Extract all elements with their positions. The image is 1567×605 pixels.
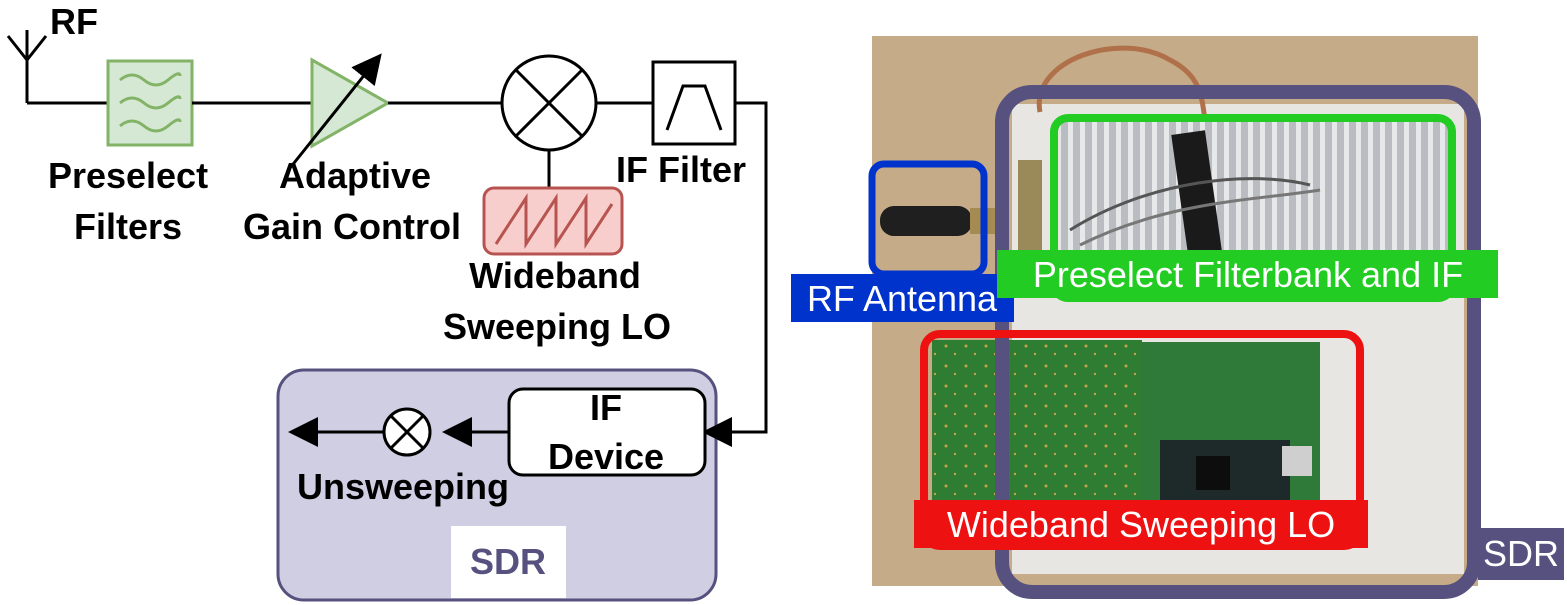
mixer-icon [500, 54, 598, 152]
lo-label-line1: Wideband [469, 255, 641, 296]
sweeping-lo-icon [482, 186, 624, 256]
sdr-photo-label: SDR [1483, 533, 1559, 574]
sdr-label: SDR [470, 541, 546, 582]
hardware-photo: RF Antenna Preselect Filterbank and IF W… [791, 36, 1564, 599]
sdr-outline [995, 85, 1481, 599]
lo-photo-label: Wideband Sweeping LO [947, 504, 1335, 545]
unsweep-mixer-icon [382, 407, 432, 457]
wire-if-filter-to-if-device [702, 101, 768, 447]
preselect-label-box [997, 250, 1498, 298]
filterbank-heatsink [1060, 122, 1450, 262]
sdr-label-box [451, 526, 566, 598]
agc-label-line2: Gain Control [243, 206, 461, 247]
coax-cable [1036, 45, 1213, 151]
lo-label-line2: Sweeping LO [443, 306, 671, 347]
lo-label-box [914, 500, 1368, 548]
sdr-photo-label-box [1478, 528, 1564, 580]
preselect-label-line1: Preselect [48, 155, 208, 196]
if-device-label-line2: Device [548, 436, 664, 477]
preselect-filter-icon [106, 59, 194, 147]
if-filter-label: IF Filter [616, 149, 746, 190]
antenna-icon [6, 30, 108, 105]
antenna-stub [880, 206, 972, 236]
rf-antenna-label: RF Antenna [807, 278, 998, 319]
if-device-label-line1: IF [590, 387, 622, 428]
preselect-photo-label: Preselect Filterbank and IF [1033, 254, 1463, 295]
rf-antenna-label-box [791, 274, 1014, 322]
pcb-middle [1012, 340, 1142, 510]
preselect-label-line2: Filters [74, 206, 182, 247]
agc-amplifier-icon [288, 53, 392, 169]
antenna-label: RF [50, 1, 98, 42]
block-diagram: SDR RF Preselect Filters Adaptive Gain C… [6, 1, 768, 602]
unsweeping-label: Unsweeping [297, 466, 509, 507]
if-filter-icon [651, 60, 737, 146]
agc-label-line1: Adaptive [279, 155, 431, 196]
